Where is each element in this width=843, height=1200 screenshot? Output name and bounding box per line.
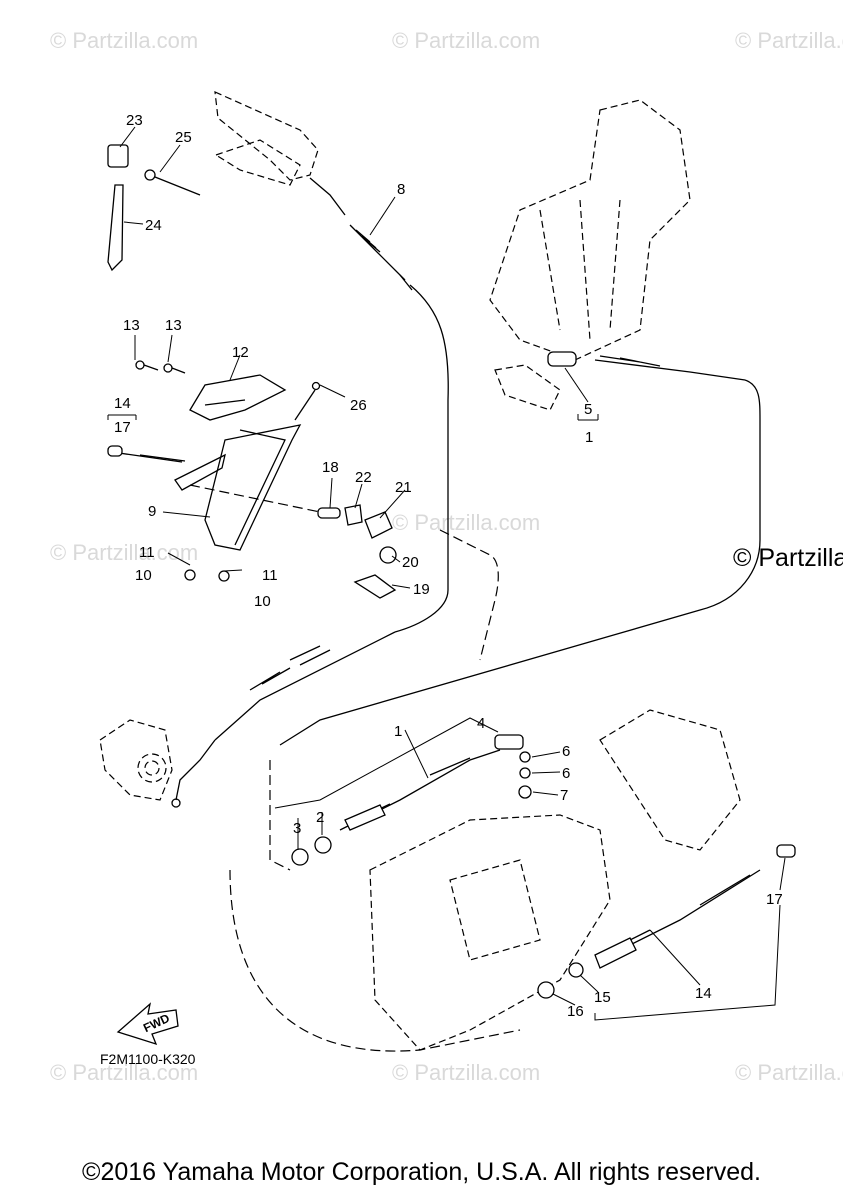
callout-4: 4 — [477, 715, 485, 732]
callout-12: 12 — [232, 344, 249, 361]
callout-7: 7 — [560, 787, 568, 804]
callout-21: 21 — [395, 479, 412, 496]
steering-cable-upper — [279, 351, 761, 746]
steering-cable-lower — [291, 734, 532, 866]
callout-18: 18 — [322, 459, 339, 476]
callout-15: 15 — [594, 989, 611, 1006]
trim-cable-lower — [537, 844, 796, 999]
callout-13: 13 — [123, 317, 140, 334]
throttle-cable — [171, 224, 449, 808]
callout-17: 17 — [114, 419, 131, 436]
callout-17: 17 — [766, 891, 783, 908]
throttle-body-phantom — [99, 719, 173, 801]
callout-10: 10 — [254, 593, 271, 610]
trim-cable-parts — [107, 445, 397, 599]
callout-1: 1 — [394, 723, 402, 740]
fwd-arrow: FWD — [116, 1002, 179, 1046]
callout-22: 22 — [355, 469, 372, 486]
callout-23: 23 — [126, 112, 143, 129]
callout-8: 8 — [397, 181, 405, 198]
callout-numbers: 1 1 2 3 4 5 6 6 7 8 9 10 10 11 11 12 13 … — [114, 112, 783, 1020]
remote-control-bracket — [135, 360, 321, 551]
callout-2: 2 — [316, 809, 324, 826]
watermark-large: © Partzilla — [733, 544, 843, 572]
watermark: © Partzilla.com — [50, 1060, 198, 1085]
diagram-code: F2M1100-K320 — [100, 1051, 196, 1067]
callout-1: 1 — [585, 429, 593, 446]
watermark: © Partzilla.com — [392, 28, 540, 53]
watermark: © Partzilla.com — [50, 540, 198, 565]
callout-16: 16 — [567, 1003, 584, 1020]
leader-lines — [107, 126, 786, 1021]
callout-19: 19 — [413, 581, 430, 598]
watermark: © Partzilla.com — [392, 510, 540, 535]
callout-6: 6 — [562, 743, 570, 760]
watermark: © Partzilla.com — [735, 1060, 843, 1085]
watermark: © Partzilla.com — [50, 28, 198, 53]
callout-26: 26 — [350, 397, 367, 414]
jet-pump-phantom — [369, 709, 741, 1051]
handlebar-phantom — [214, 91, 346, 216]
callout-5: 5 — [584, 401, 592, 418]
cable-routes — [189, 484, 521, 1052]
callout-3: 3 — [293, 820, 301, 837]
callout-11: 11 — [139, 544, 155, 561]
callout-14: 14 — [114, 395, 131, 412]
watermark: © Partzilla.com — [392, 1060, 540, 1085]
callout-6: 6 — [562, 765, 570, 782]
callout-9: 9 — [148, 503, 156, 520]
callout-11: 11 — [262, 567, 278, 584]
callout-14: 14 — [695, 985, 712, 1002]
callout-20: 20 — [402, 554, 419, 571]
steering-column-phantom — [489, 99, 691, 411]
callout-10: 10 — [135, 567, 152, 584]
callout-25: 25 — [175, 129, 192, 146]
callout-24: 24 — [145, 217, 162, 234]
watermark: © Partzilla.com — [735, 28, 843, 53]
callout-13: 13 — [165, 317, 182, 334]
watermarks: © Partzilla.com © Partzilla.com © Partzi… — [50, 28, 843, 1085]
copyright-footer: ©2016 Yamaha Motor Corporation, U.S.A. A… — [82, 1158, 761, 1186]
clip-and-band — [107, 144, 201, 272]
